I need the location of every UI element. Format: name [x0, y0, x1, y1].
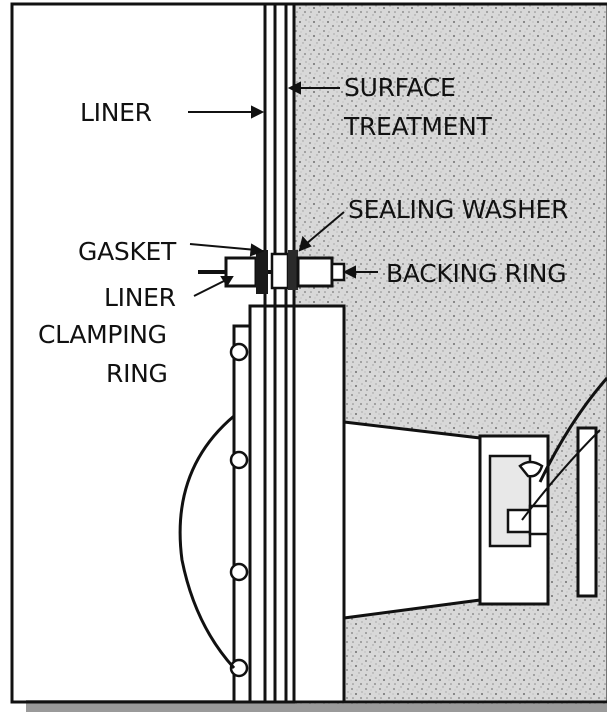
label-gasket: GASKET: [78, 237, 177, 266]
sealing-washer: [288, 250, 298, 290]
pipe-flange-body: [248, 304, 346, 704]
gasket: [256, 250, 268, 294]
label-liner: LINER: [80, 98, 152, 127]
label-sealing-washer: SEALING WASHER: [348, 195, 568, 224]
label-surface-treatment-line2: TREATMENT: [343, 112, 493, 141]
label-liner-clamping-ring-line3: RING: [106, 359, 168, 388]
clamping-ring-assembly: [198, 250, 346, 294]
bolted-flange: [178, 324, 252, 704]
label-backing-ring: BACKING RING: [386, 259, 566, 288]
leader-lines: [188, 81, 378, 297]
pipe-connection: [342, 377, 607, 620]
label-surface-treatment-line1: SURFACE: [344, 73, 455, 102]
backing-ring: [296, 256, 334, 288]
label-liner-clamping-ring-line2: CLAMPING: [38, 320, 167, 349]
label-liner-clamping-ring-line1: LINER: [104, 283, 176, 312]
liner-clamping-ring: [224, 256, 258, 288]
